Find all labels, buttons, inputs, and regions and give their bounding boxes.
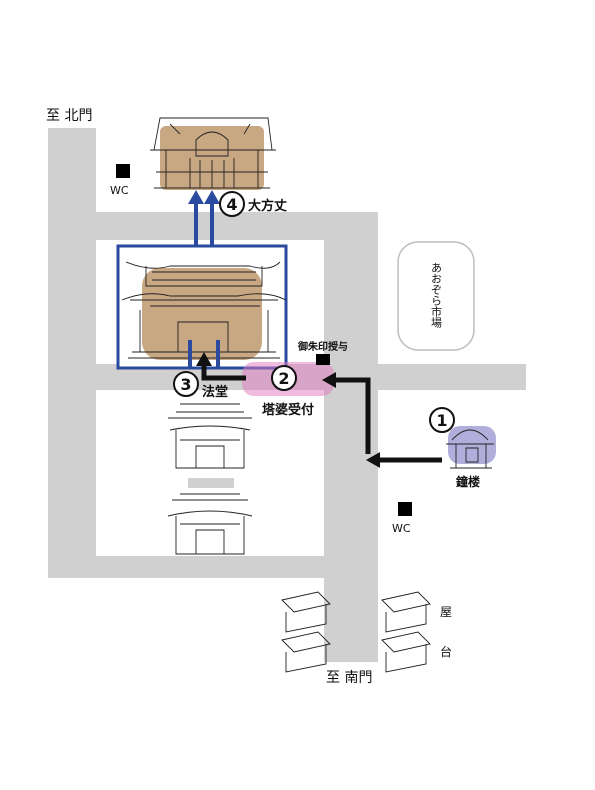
road-west-vertical [48,128,96,578]
circled-number-icon [271,365,297,391]
shoro-highlight [448,426,496,464]
circled-number-icon [173,371,199,397]
hatto-highlight [142,268,262,360]
step-3-number: 3 [180,375,191,394]
upper-gate-sketch [168,403,252,469]
route-line-up-left [188,200,198,368]
label-daihojo: 大方丈 [248,198,287,214]
wc-north-icon [116,164,130,178]
label-north-gate: 至 北門 [46,108,92,124]
label-hatto: 法堂 [202,384,228,400]
label-shoro: 鐘楼 [456,474,480,489]
step-4-number: 4 [226,195,237,214]
step-marker-1: 1 [429,407,455,433]
arrowhead-west [366,452,380,468]
yatai-stalls-sketch [281,591,431,673]
route-blue [188,190,220,368]
arrowhead-north-left [188,190,204,204]
arrowhead-north-3 [196,352,212,366]
label-wc-north: WC [110,184,129,197]
hatto-building-sketch [121,261,287,359]
goshuin-counter-icon [316,354,330,365]
aozora-market-box [397,241,475,351]
daihojo-highlight [160,126,264,190]
circled-number-icon [219,191,245,217]
step-marker-4: 4 [219,191,245,217]
road-south-horizontal [48,556,378,578]
road-east-inner-vertical [324,212,342,662]
step-marker-2: 2 [271,365,297,391]
label-south-gate: 至 南門 [326,670,372,686]
route-black [196,352,442,468]
label-goshuin: 御朱印授与 [297,340,348,353]
arrowhead-west-2 [322,372,336,388]
label-yatai-2: 台 [440,644,452,659]
route-line-up-right [210,200,220,368]
circled-number-icon [429,407,455,433]
route-arrow-2-to-3 [201,362,246,381]
shoro-building-sketch [446,429,494,469]
lower-gate-sketch [167,493,253,555]
step-marker-3: 3 [173,371,199,397]
gate-pavement [188,478,234,488]
label-reception: 塔婆受付 [262,402,314,418]
route-arrow-up-to-2 [334,377,371,454]
arrowhead-north-right [204,190,220,204]
label-aozora: あおぞら市場 [430,262,443,329]
step-2-number: 2 [278,369,289,388]
daihojo-building-sketch [150,117,276,189]
label-wc-south: WC [392,522,411,535]
wc-south-icon [398,502,412,516]
label-yatai-1: 屋 [440,605,452,619]
step-1-number: 1 [436,411,447,430]
